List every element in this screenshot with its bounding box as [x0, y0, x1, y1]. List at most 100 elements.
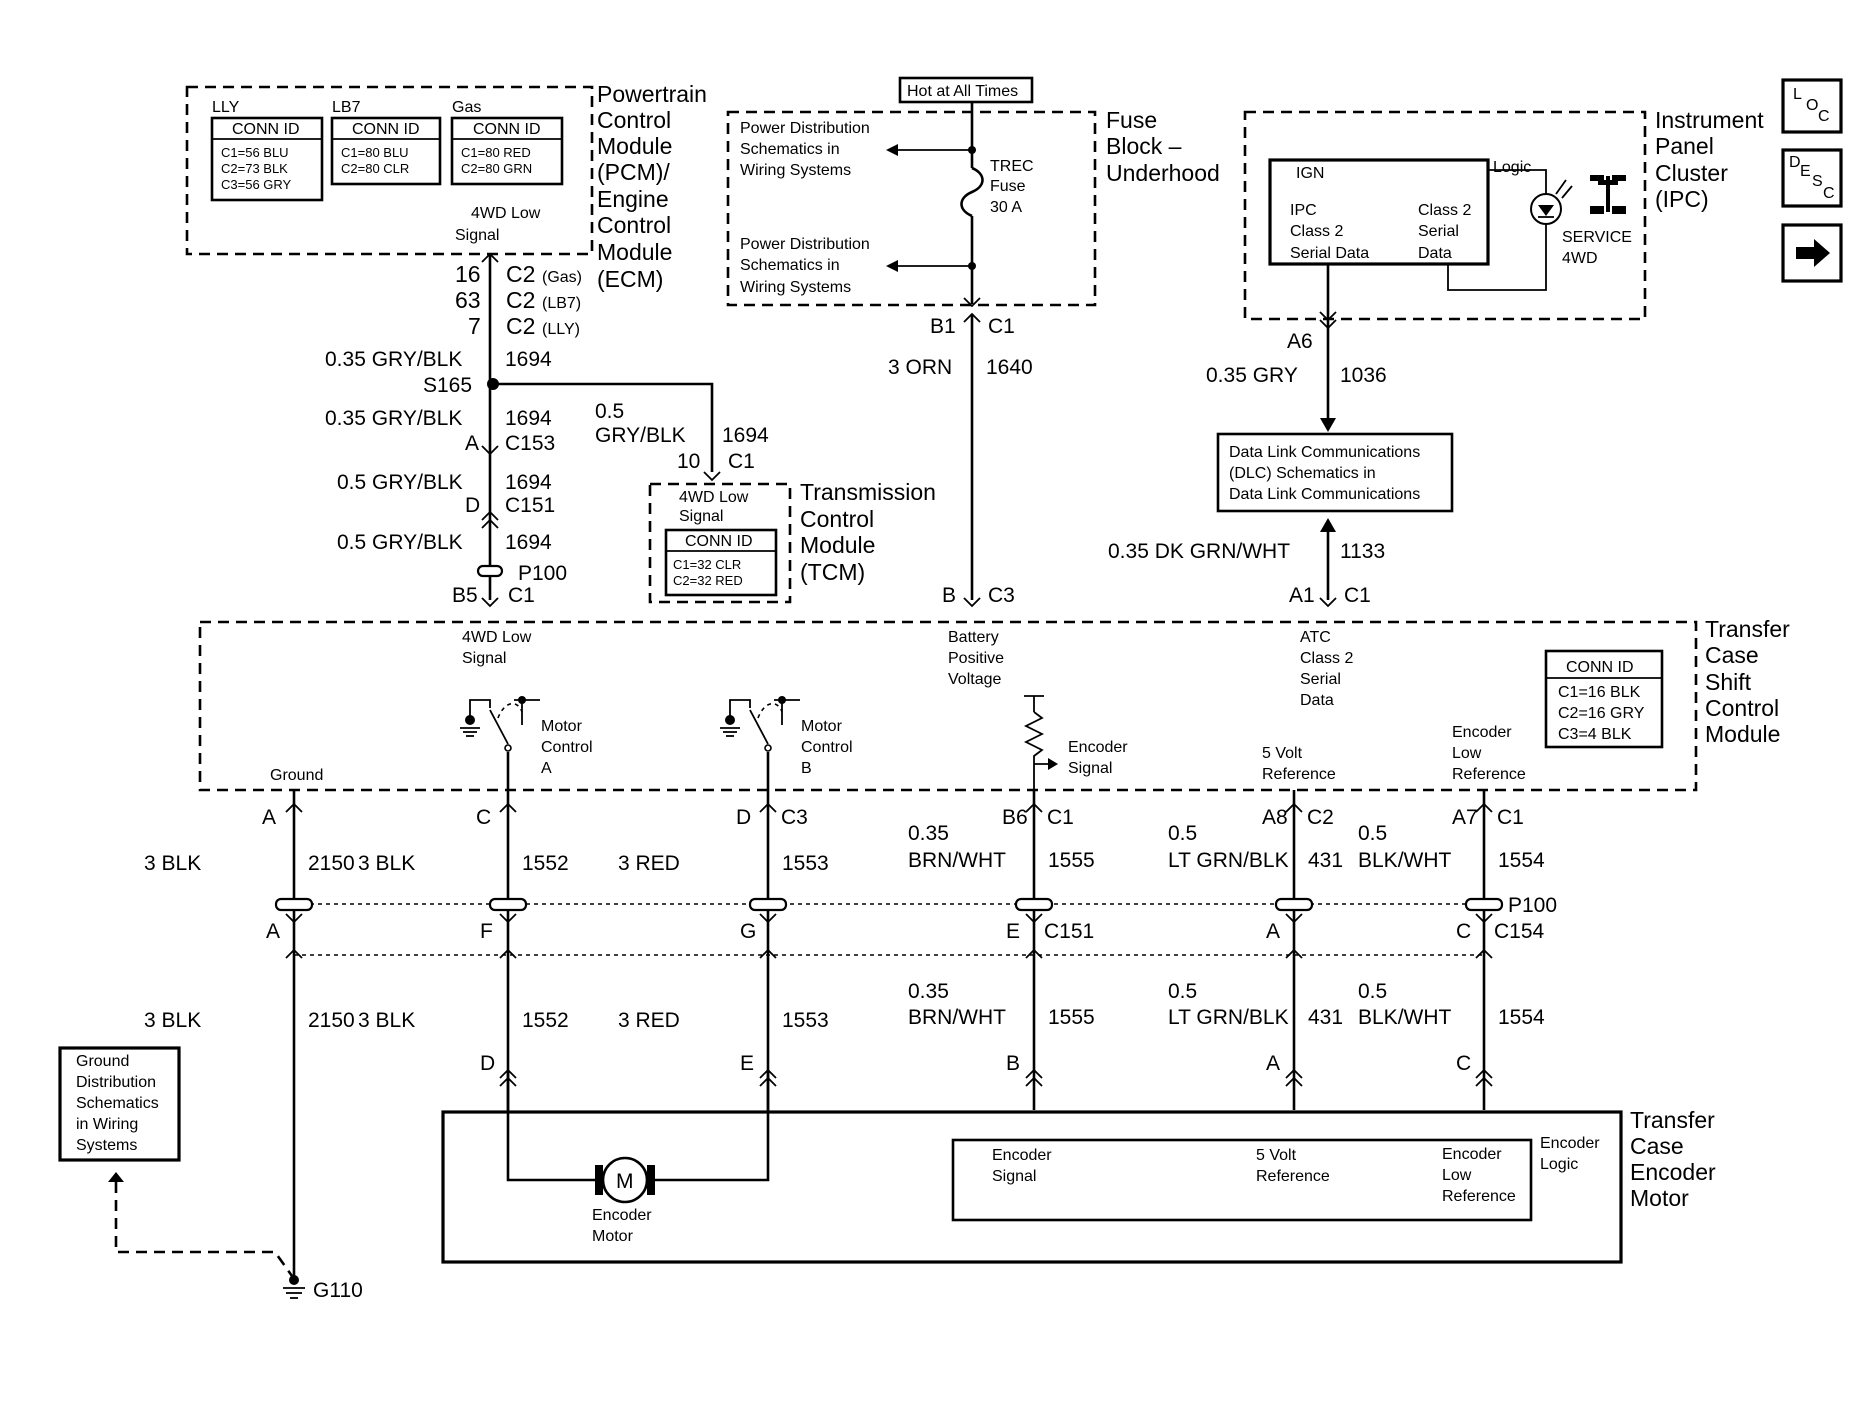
wire-color-label: BRN/WHT — [908, 849, 1006, 872]
pin-label: 16 — [455, 261, 481, 287]
encoder-label: Encoder — [992, 1147, 1052, 1164]
circuit-number: 2150 — [308, 852, 355, 875]
arrow-left-icon — [886, 144, 898, 156]
conn-id-line: C3=4 BLK — [1558, 726, 1632, 743]
arrow-right-icon — [1796, 239, 1830, 267]
conn-label: C1 — [988, 315, 1015, 338]
pcm-title-line: Module — [597, 239, 672, 265]
pcm-title-line: (ECM) — [597, 266, 663, 292]
nav-icons: L O C D E S C — [1781, 78, 1843, 283]
loc-glyph: L — [1793, 86, 1802, 103]
encoder-motor-title-line: Encoder — [1630, 1159, 1716, 1185]
tcscm-label: A — [541, 760, 552, 777]
tcscm-title-line: Control — [1705, 695, 1779, 721]
wire-color-label: 3 BLK — [358, 1009, 415, 1032]
tcscm-title-line: Transfer — [1705, 616, 1790, 642]
wire-color-label: BLK/WHT — [1358, 1006, 1452, 1029]
tcscm-label: Reference — [1452, 766, 1526, 783]
pin-label: D — [465, 494, 480, 517]
tcm-title-line: Module — [800, 532, 875, 558]
next-button[interactable] — [1781, 223, 1843, 283]
pin-label: D — [480, 1052, 495, 1075]
power-dist-ref: Power Distribution — [740, 236, 870, 253]
power-dist-ref: Schematics in — [740, 141, 840, 158]
tcm-title-line: Transmission — [800, 479, 936, 505]
encoder-label: Encoder — [1442, 1146, 1502, 1163]
tcm-title-line: (TCM) — [800, 559, 865, 585]
arrow-down-icon — [1320, 418, 1336, 432]
conn-id-box — [450, 116, 564, 186]
wire-gauge-label: 0.5 — [1168, 980, 1197, 1003]
circuit-number: 1555 — [1048, 1006, 1095, 1029]
pin-label: B6 — [1002, 806, 1028, 829]
inline-connector-icon — [488, 897, 528, 912]
pin-label: A — [1266, 920, 1280, 943]
pin-marker — [499, 802, 517, 813]
desc-glyph: S — [1812, 173, 1823, 190]
ipc-logic-label: Logic — [1493, 159, 1531, 176]
lamp-label: SERVICE — [1562, 229, 1632, 246]
encoder-label: Reference — [1442, 1188, 1516, 1205]
conn-id-line: C3=56 GRY — [221, 177, 292, 192]
pin-label: A8 — [1262, 806, 1288, 829]
power-dist-ref: Power Distribution — [740, 120, 870, 137]
circuit-number: 1694 — [722, 424, 769, 447]
conn-id-line: C1=80 BLU — [341, 145, 409, 160]
pin-label: B — [1006, 1052, 1020, 1075]
conn-id-line: C1=32 CLR — [673, 557, 741, 572]
pin-marker — [499, 948, 517, 959]
loc-button[interactable]: L O C — [1781, 78, 1843, 134]
pcm-title: Powertrain Control Module (PCM)/ Engine … — [597, 81, 707, 292]
tcscm-label: 5 Volt — [1262, 745, 1303, 762]
ipc-outline — [1243, 110, 1647, 321]
pin-marker — [1285, 948, 1303, 959]
conn-label: C2 — [506, 313, 535, 339]
pin-label: 63 — [455, 287, 481, 313]
ground-ref-label: Systems — [76, 1137, 137, 1154]
tcscm-module: Transfer Case Shift Control Module CONN … — [198, 616, 1790, 792]
ipc-serial-label: Class 2 — [1290, 223, 1343, 240]
conn-id-box — [664, 528, 778, 597]
conn-label: C2 — [506, 261, 535, 287]
conn-label: C1 — [1497, 806, 1524, 829]
fuse-block: Hot at All Times Fuse Block – Underhood … — [726, 76, 1220, 307]
pin-label: 7 — [468, 313, 481, 339]
pcm-title-line: (PCM)/ — [597, 159, 670, 185]
conn-id-header: CONN ID — [232, 121, 300, 138]
arrow-left-icon — [886, 260, 898, 272]
fuse-label: Fuse — [990, 178, 1026, 195]
tcscm-label: Battery — [948, 629, 999, 646]
wire-color-label: 0.35 GRY/BLK — [325, 407, 462, 430]
inline-connector-icon — [1274, 897, 1314, 912]
wire-gauge-label: 0.35 — [908, 980, 949, 1003]
ground-label: G110 — [313, 1279, 363, 1302]
desc-glyph: E — [1800, 163, 1811, 180]
pin-marker — [285, 948, 303, 959]
encoder-logic-label: Encoder — [1540, 1135, 1600, 1152]
pin-marker — [759, 913, 777, 924]
encoder-motor-title-line: Case — [1630, 1133, 1684, 1159]
pin-marker — [1475, 802, 1493, 813]
circuit-number: 1694 — [505, 407, 552, 430]
conn-label: C153 — [505, 432, 555, 455]
pin-label: A — [465, 432, 479, 455]
fuse-block-outline — [726, 110, 1097, 307]
relay-switch-b-icon — [720, 696, 800, 790]
variant-label: (Gas) — [542, 269, 582, 286]
tcscm-label: 4WD Low — [462, 629, 532, 646]
dlc-label: (DLC) Schematics in — [1229, 465, 1376, 482]
desc-button[interactable]: D E S C — [1781, 148, 1843, 208]
conn-label: C2 — [1307, 806, 1334, 829]
fuse-block-title-line: Underhood — [1106, 160, 1220, 186]
loc-glyph: C — [1818, 108, 1830, 125]
circuit-number: 1640 — [986, 356, 1033, 379]
ground-ref-label: Ground — [76, 1053, 129, 1070]
wire-gauge-label: 0.5 — [1358, 822, 1387, 845]
conn-id-line: C2=16 GRY — [1558, 705, 1645, 722]
ground-distribution-reference: Ground Distribution Schematics in Wiring… — [58, 1046, 363, 1302]
conn-id-line: C2=73 BLK — [221, 161, 288, 176]
circuit-number: 2150 — [308, 1009, 355, 1032]
conn-label: C151 — [1044, 920, 1094, 943]
pin-label: A — [266, 920, 280, 943]
conn-label: C1 — [1344, 584, 1371, 607]
